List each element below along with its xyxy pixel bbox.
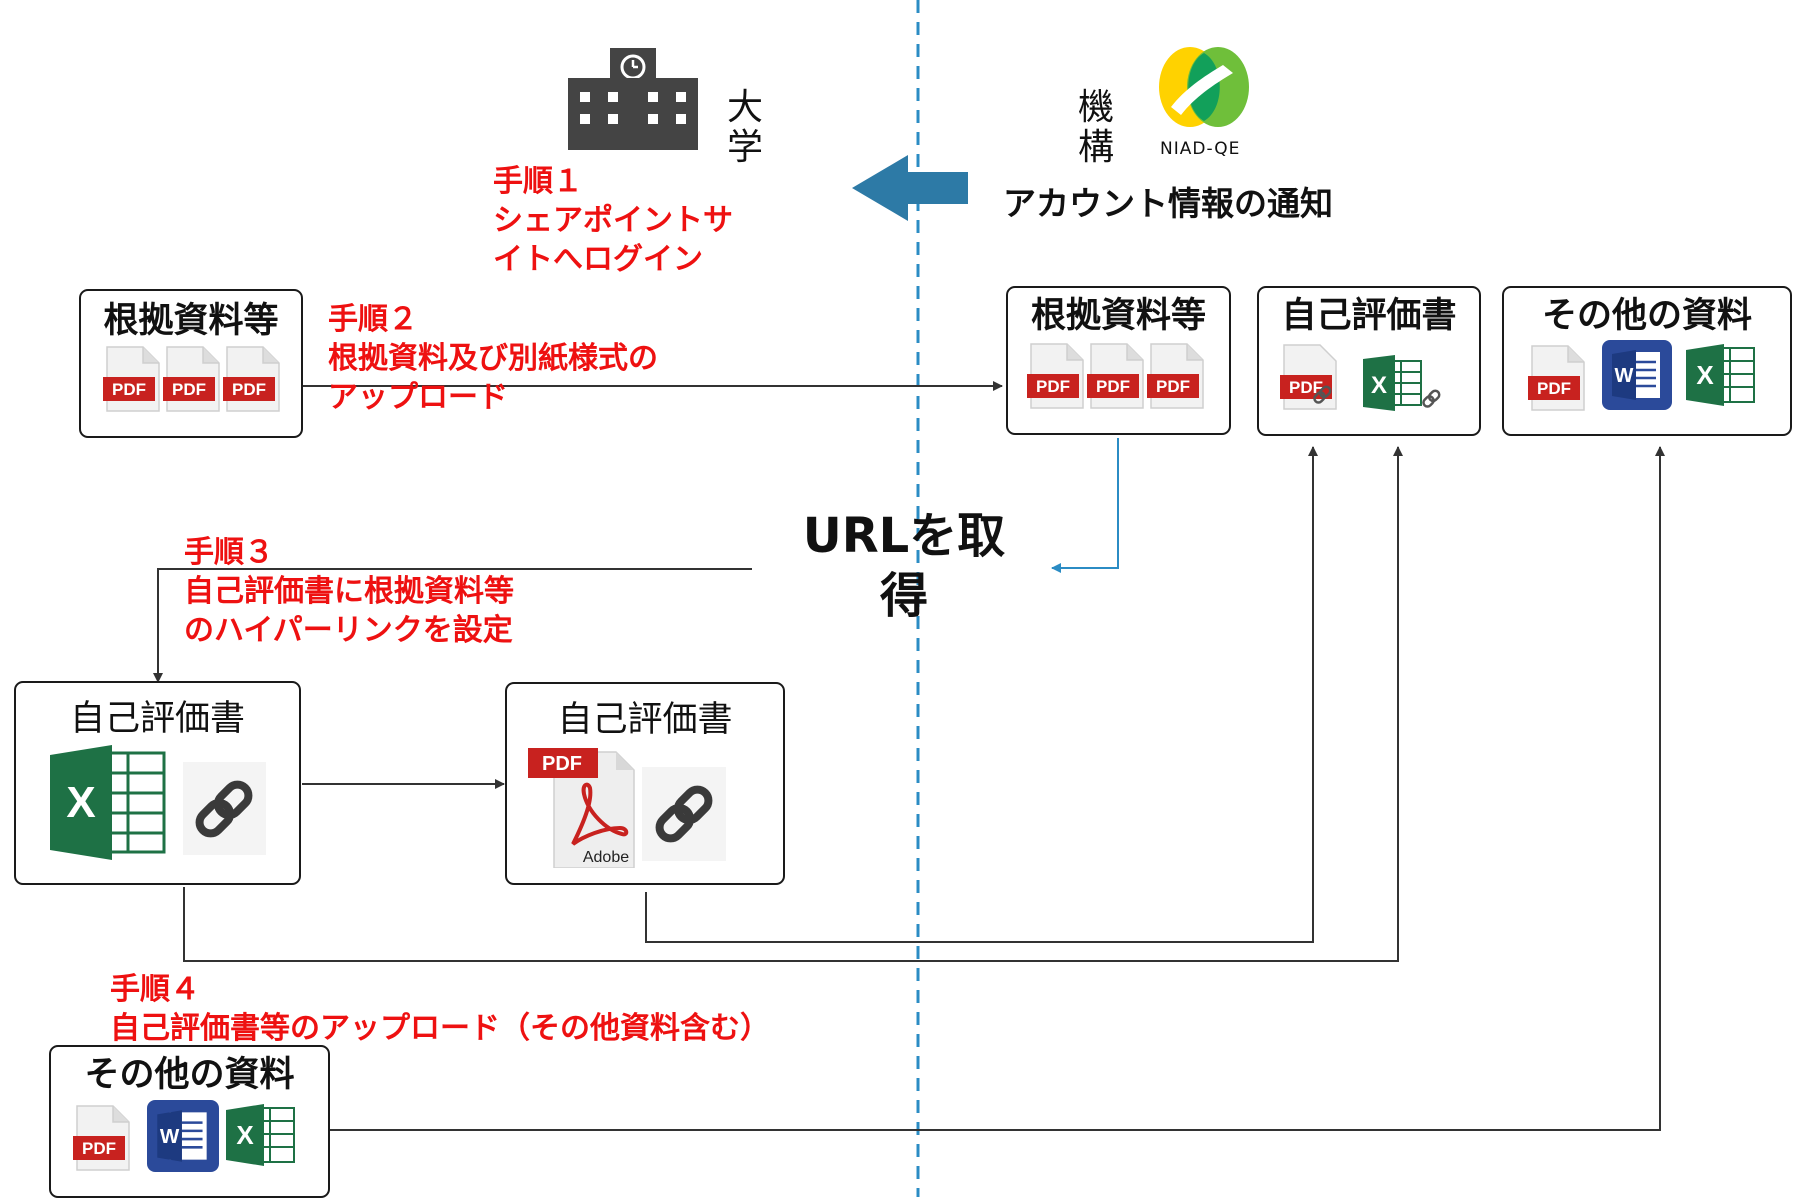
word-icon-text: W bbox=[1615, 365, 1634, 387]
word-icon-text: W bbox=[160, 1125, 180, 1148]
step2-line1: 根拠資料及び別紙様式の bbox=[328, 341, 658, 376]
adobe-icon-text: Adobe bbox=[583, 849, 629, 866]
excel-icon-text: X bbox=[66, 778, 95, 827]
step3-label: 手順３ 自己評価書に根拠資料等 のハイパーリンクを設定 bbox=[184, 533, 514, 650]
pdf-file-icon: PDF bbox=[1528, 345, 1585, 411]
pdf-icon-text: PDF bbox=[1289, 378, 1323, 397]
pdf-icon-text: PDF bbox=[1096, 377, 1130, 396]
pdf-file-icon: PDF bbox=[163, 346, 220, 412]
step1-line1: シェアポイントサ bbox=[493, 203, 733, 238]
univ-other-title: その他の資料 bbox=[84, 1055, 295, 1095]
url-arrow bbox=[1051, 438, 1119, 573]
other-upload-arrow bbox=[330, 446, 1665, 1131]
url-label-line2: 得 bbox=[879, 568, 928, 624]
link-icon bbox=[183, 762, 266, 855]
step1-line2: イトへログイン bbox=[493, 242, 703, 277]
niad-logo-text: NIAD-QE bbox=[1160, 139, 1241, 159]
pdf-icon-text: PDF bbox=[82, 1139, 116, 1158]
step4-title: 手順４ bbox=[110, 972, 200, 1007]
niad-label-line1: 機 bbox=[1078, 87, 1115, 128]
pdf-file-icon: PDF bbox=[1087, 343, 1144, 409]
pdf-icon-text: PDF bbox=[172, 380, 206, 399]
account-notice-label: アカウント情報の通知 bbox=[1003, 184, 1333, 223]
excel-file-icon: X bbox=[50, 745, 166, 860]
url-label-line1: URLを取 bbox=[802, 508, 1006, 564]
niad-label: 機 構 bbox=[1078, 88, 1114, 168]
university-label-line1: 大 bbox=[727, 87, 764, 128]
university-label: 大 学 bbox=[727, 88, 763, 168]
pdf-file-icon: PDF bbox=[73, 1105, 130, 1171]
excel-file-icon: X bbox=[226, 1104, 295, 1166]
pdf-self-eval-title: 自己評価書 bbox=[557, 700, 733, 740]
linked-pdf-icon: PDF bbox=[1280, 344, 1337, 410]
step3-title: 手順３ bbox=[184, 535, 274, 570]
sp-self-eval-title: 自己評価書 bbox=[1281, 296, 1457, 336]
step2-line2: アップロード bbox=[328, 380, 508, 415]
pdf-file-icon: PDF bbox=[1027, 343, 1084, 409]
url-label: URLを取 得 bbox=[790, 506, 1018, 626]
sp-evidence-title: 根拠資料等 bbox=[1030, 296, 1206, 336]
pdf-file-icon: PDF bbox=[103, 346, 160, 412]
niad-qe-logo bbox=[1159, 47, 1249, 127]
pdf-file-icon: PDF bbox=[1147, 343, 1204, 409]
hyperlink-arrow bbox=[153, 568, 752, 683]
excel-self-eval-title: 自己評価書 bbox=[69, 699, 245, 739]
pdf-icon-text: PDF bbox=[1156, 377, 1190, 396]
link-icon bbox=[642, 767, 726, 861]
word-file-icon: W bbox=[1602, 340, 1672, 410]
step1-label: 手順１ シェアポイントサ イトへログイン bbox=[493, 162, 733, 279]
word-file-icon: W bbox=[147, 1100, 219, 1172]
notice-arrow bbox=[852, 155, 968, 221]
pdf-icon-text: PDF bbox=[232, 380, 266, 399]
excel-icon-text: X bbox=[1696, 360, 1714, 390]
excel-icon-text: X bbox=[236, 1120, 254, 1150]
pdf-file-icon: PDF bbox=[223, 346, 280, 412]
step1-title: 手順１ bbox=[493, 164, 583, 199]
pdf-upload-arrow bbox=[645, 446, 1318, 943]
excel-file-icon: X bbox=[1686, 344, 1755, 406]
university-building-icon bbox=[568, 48, 698, 150]
step3-line2: のハイパーリンクを設定 bbox=[184, 613, 513, 648]
university-label-line2: 学 bbox=[727, 127, 764, 168]
niad-label-line2: 構 bbox=[1078, 127, 1115, 168]
univ-evidence-title: 根拠資料等 bbox=[103, 301, 279, 341]
pdf-icon-text: PDF bbox=[1036, 377, 1070, 396]
step4-line1: 自己評価書等のアップロード（その他資料含む） bbox=[110, 1011, 770, 1046]
step2-title: 手順２ bbox=[328, 302, 418, 337]
step3-line1: 自己評価書に根拠資料等 bbox=[184, 574, 514, 609]
excel-icon-text: X bbox=[1371, 372, 1387, 399]
linked-excel-icon: X bbox=[1363, 355, 1441, 411]
pdf-icon-text: PDF bbox=[1537, 379, 1571, 398]
pdf-icon-text: PDF bbox=[542, 753, 582, 775]
step2-label: 手順２ 根拠資料及び別紙様式の アップロード bbox=[328, 300, 658, 417]
excel-upload-arrow bbox=[183, 446, 1403, 962]
sp-other-title: その他の資料 bbox=[1541, 296, 1752, 336]
pdf-icon-text: PDF bbox=[112, 380, 146, 399]
adobe-pdf-icon: PDF Adobe bbox=[528, 748, 635, 868]
step4-label: 手順４ 自己評価書等のアップロード（その他資料含む） bbox=[110, 970, 770, 1048]
